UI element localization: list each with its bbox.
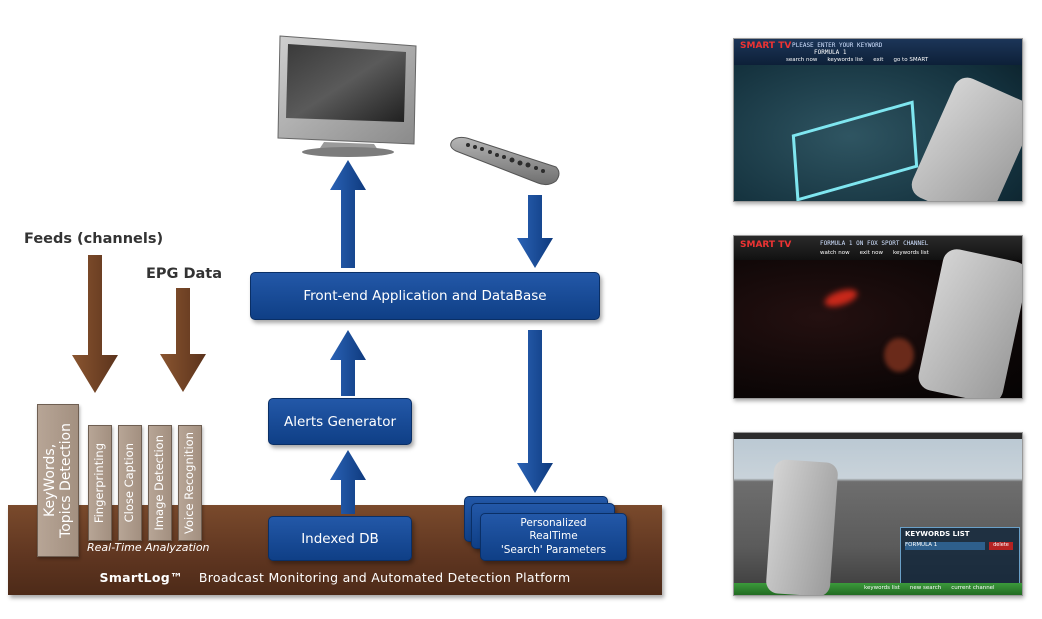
banner-text: PLEASE ENTER YOUR KEYWORD: [792, 42, 883, 49]
feeds-arrow: [72, 255, 118, 393]
platform-label: SmartLog™ Broadcast Monitoring and Automa…: [8, 570, 662, 585]
arrow-to-alerts: [330, 450, 366, 514]
image-detection-label: Image Detection: [152, 435, 167, 531]
tv-menu-bar-2: watch now exit now keywords list: [820, 250, 929, 256]
screenshot-dark-scene: SMART TV FORMULA 1 ON FOX SPORT CHANNEL …: [733, 235, 1023, 399]
image-detection-pillar: Image Detection: [148, 425, 172, 541]
menu-keywords-list-3: keywords list: [864, 585, 900, 591]
fingerprinting-label: Fingerprinting: [92, 442, 107, 524]
smart-tv-logo-2: SMART TV: [740, 240, 792, 250]
frontend-application-box: Front-end Application and DataBase: [250, 272, 600, 320]
platform-brand: SmartLog™: [99, 570, 183, 585]
keywords-panel: KEYWORDS LIST FORMULA 1 delete: [900, 527, 1020, 585]
personalized-line-2: RealTime: [529, 530, 578, 543]
delete-badge: delete: [989, 542, 1013, 550]
personalized-line-3: 'Search' Parameters: [500, 543, 607, 556]
tv-menu-bar: search now keywords list exit go to SMAR…: [786, 57, 928, 63]
keywords-panel-item: FORMULA 1: [905, 542, 985, 550]
top-strip: [734, 433, 1022, 439]
indexed-db-box: Indexed DB: [268, 516, 412, 561]
arrow-to-tv: [330, 160, 366, 268]
remote-overlay-3: [765, 458, 839, 595]
menu-go-to-smart: go to SMART: [893, 57, 929, 63]
arrow-to-frontend: [330, 330, 366, 396]
realtime-analyzation-label: Real-Time Analyzation: [87, 541, 210, 554]
keywords-topics-label: KeyWords, Topics Detection: [41, 423, 74, 538]
television-icon: [277, 35, 417, 157]
red-light: [822, 286, 860, 310]
banner-subtext: FORMULA 1: [814, 49, 847, 56]
feeds-label: Feeds (channels): [24, 231, 164, 247]
menu-exit: exit: [873, 57, 884, 63]
menu-new-search: new search: [909, 585, 942, 591]
smart-tv-logo: SMART TV: [740, 41, 792, 51]
remote-overlay-2: [915, 246, 1022, 398]
selection-box: [791, 100, 919, 201]
alerts-generator-box: Alerts Generator: [268, 398, 412, 445]
menu-keywords-list-2: keywords list: [892, 250, 929, 256]
personalized-line-1: Personalized: [520, 517, 587, 530]
keywords-panel-title: KEYWORDS LIST: [905, 530, 970, 538]
alerts-generator-label: Alerts Generator: [283, 413, 396, 430]
close-caption-pillar: Close Caption: [118, 425, 142, 541]
tv-top-banner: [734, 39, 1022, 65]
screenshot-race-track: KEYWORDS LIST FORMULA 1 delete keywords …: [733, 432, 1023, 596]
keywords-topics-pillar: KeyWords, Topics Detection: [37, 404, 79, 557]
face-shape: [884, 338, 914, 372]
remote-overlay: [907, 73, 1022, 201]
remote-control-icon: [450, 136, 560, 186]
epg-label: EPG Data: [146, 266, 223, 282]
personalized-search-box: Personalized RealTime 'Search' Parameter…: [480, 513, 627, 561]
platform-description: Broadcast Monitoring and Automated Detec…: [198, 570, 571, 585]
fingerprinting-pillar: Fingerprinting: [88, 425, 112, 541]
menu-watch-now: watch now: [820, 250, 850, 256]
voice-recognition-label: Voice Recognition: [182, 432, 197, 534]
voice-recognition-pillar: Voice Recognition: [178, 425, 202, 541]
tv-menu-bar-3: keywords list new search current channel: [864, 585, 995, 591]
arrow-to-personalized: [517, 330, 553, 493]
banner-text-2: FORMULA 1 ON FOX SPORT CHANNEL: [820, 240, 929, 247]
indexed-db-label: Indexed DB: [301, 530, 379, 547]
epg-arrow: [160, 288, 206, 392]
screenshot-underwater: SMART TV PLEASE ENTER YOUR KEYWORD FORMU…: [733, 38, 1023, 202]
frontend-application-label: Front-end Application and DataBase: [303, 288, 547, 304]
menu-current-channel: current channel: [951, 585, 995, 591]
arrow-from-remote: [517, 195, 553, 268]
menu-exit-now: exit now: [859, 250, 883, 256]
menu-keywords-list: keywords list: [827, 57, 864, 63]
menu-search-now: search now: [786, 57, 818, 63]
close-caption-label: Close Caption: [122, 443, 137, 523]
